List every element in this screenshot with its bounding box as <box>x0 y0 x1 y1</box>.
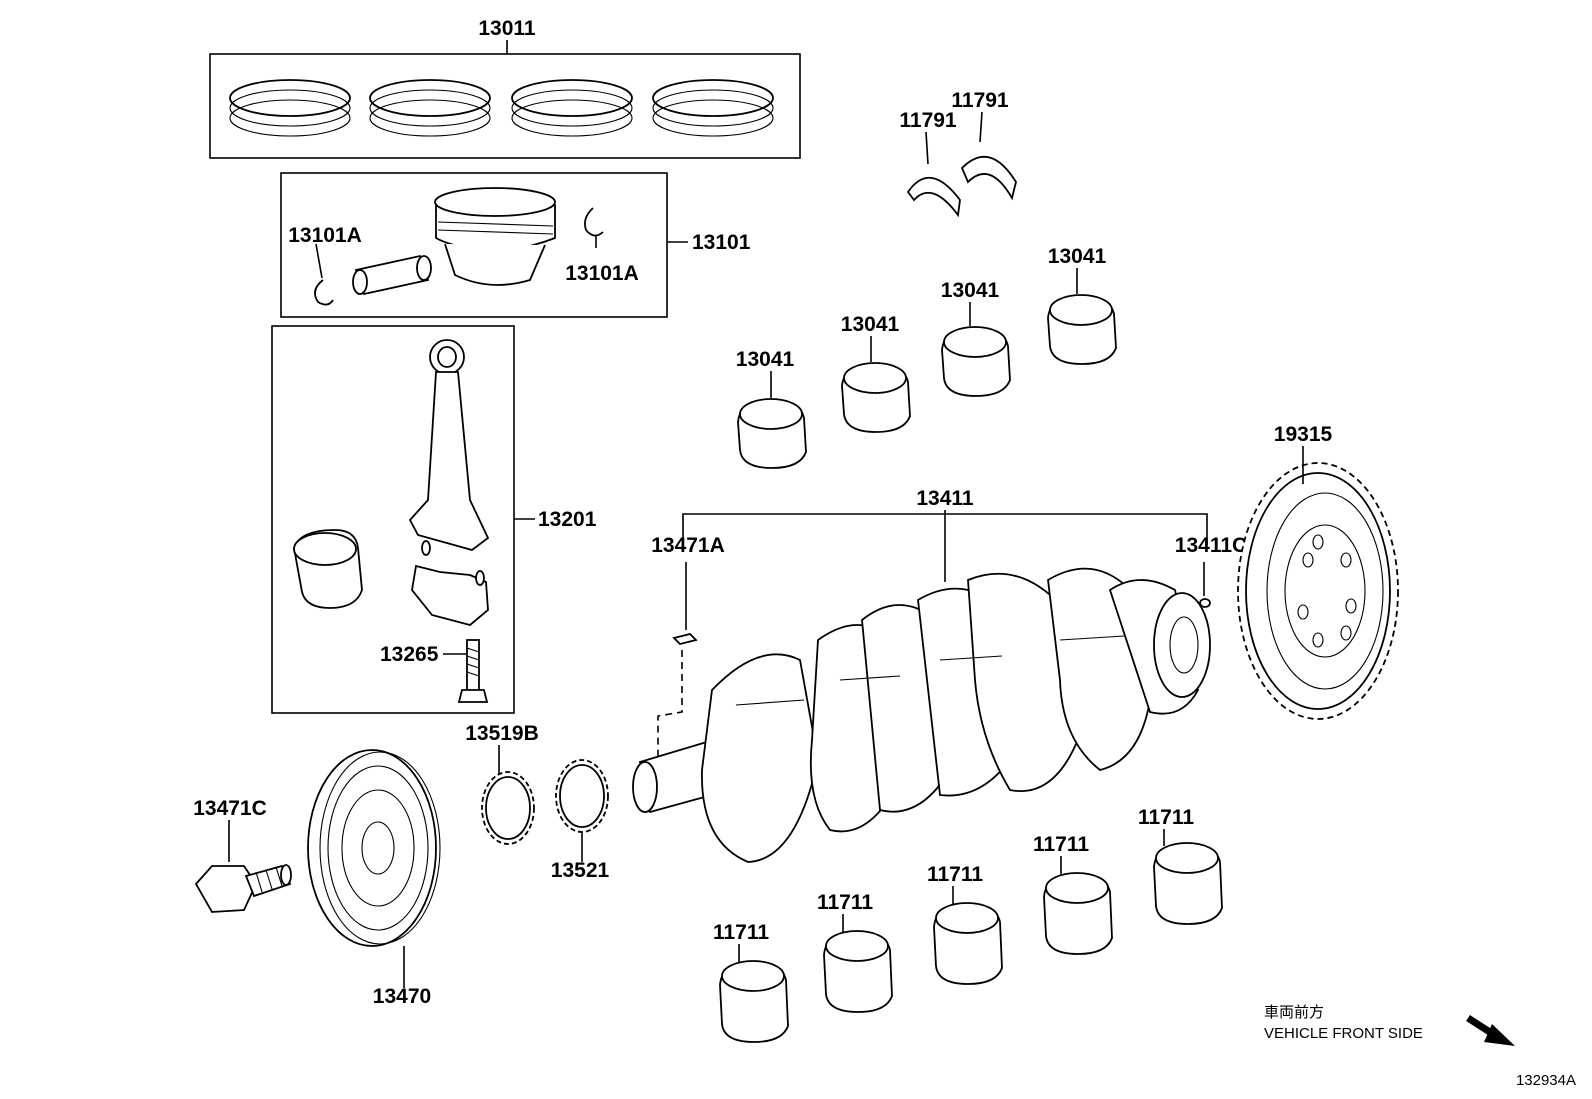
crank-pin-right-icon <box>1199 598 1211 608</box>
label-11711-3: 11711 <box>927 863 983 886</box>
label-11711-2: 11711 <box>817 891 873 914</box>
piston-ring-4 <box>652 79 774 137</box>
timing-rotor-group: 19315 <box>1237 423 1399 720</box>
label-13411: 13411 <box>916 487 974 510</box>
bearing-11711-5: 11711 <box>1138 806 1223 925</box>
label-13411c: 13411C <box>1175 534 1247 557</box>
crank-pulley-group: 13470 <box>307 749 441 1008</box>
crankshaft-group: 13411 13471A 13411C <box>632 487 1247 863</box>
bearing-11711-2: 11711 <box>817 891 893 1013</box>
thrust-washer-right-icon <box>960 156 1017 201</box>
label-13471c: 13471C <box>193 797 267 820</box>
label-13101a-left: 13101A <box>288 224 362 247</box>
label-13041-4: 13041 <box>1048 245 1107 268</box>
label-13011: 13011 <box>478 17 536 40</box>
label-11711-1: 11711 <box>713 921 769 944</box>
piston-ring-set-box <box>209 53 801 159</box>
piston-ring-set-group: 13011 <box>209 17 801 159</box>
label-11791-left: 11791 <box>899 109 957 132</box>
thrust-washer-left-icon <box>906 176 961 218</box>
thrust-washers-group: 11791 11791 <box>899 89 1017 218</box>
connecting-rod-icon <box>408 339 490 626</box>
label-13201: 13201 <box>538 508 597 531</box>
caption-jp: 車両前方 <box>1264 1004 1324 1021</box>
label-13519b: 13519B <box>465 722 539 745</box>
snap-ring-right-icon <box>584 207 604 237</box>
label-13521: 13521 <box>551 859 610 882</box>
connecting-rod-group: 13265 13201 <box>271 325 597 714</box>
label-13101: 13101 <box>692 231 751 254</box>
piston-box <box>280 172 668 318</box>
label-13471a: 13471A <box>651 534 725 557</box>
front-arrow-icon <box>1466 1015 1515 1046</box>
crank-gear-b-group: 13519B <box>465 722 539 845</box>
piston-ring-3 <box>511 79 633 137</box>
crank-pin-left-icon <box>672 633 698 645</box>
piston-icon <box>434 187 556 286</box>
label-13470: 13470 <box>373 985 431 1008</box>
bearing-11711-3: 11711 <box>927 863 1003 985</box>
piston-pin-icon <box>352 254 432 296</box>
label-11711-5: 11711 <box>1138 806 1194 829</box>
bearing-11711-4: 11711 <box>1033 833 1113 955</box>
pulley-bolt-icon <box>194 864 292 913</box>
figure-id: 132934A <box>1516 1072 1576 1089</box>
vehicle-front-indicator: 車両前方 VEHICLE FRONT SIDE <box>1264 1004 1515 1046</box>
bearing-13041-1: 13041 <box>736 348 807 469</box>
caption-en: VEHICLE FRONT SIDE <box>1264 1025 1423 1042</box>
pulley-bolt-group: 13471C <box>193 797 292 913</box>
crank-gear-group: 13521 <box>551 759 610 882</box>
label-19315: 19315 <box>1274 423 1333 446</box>
crankshaft-icon <box>632 567 1211 863</box>
snap-ring-left-icon <box>314 279 334 306</box>
label-13101a-right: 13101A <box>565 262 639 285</box>
piston-group: 13101A 13101A 13101 <box>280 172 751 318</box>
bearing-11711-1: 11711 <box>713 921 789 1043</box>
label-13265: 13265 <box>380 643 439 666</box>
label-11791-right: 11791 <box>951 89 1009 112</box>
crank-pulley-icon <box>307 749 437 947</box>
conn-rod-bolt-icon <box>457 639 489 703</box>
label-11711-4: 11711 <box>1033 833 1089 856</box>
piston-ring-1 <box>229 79 351 137</box>
piston-ring-2 <box>369 79 491 137</box>
label-13041-1: 13041 <box>736 348 795 371</box>
conn-rod-bearing-icon <box>293 529 363 609</box>
bearing-13041-2: 13041 <box>841 313 911 433</box>
label-13041-3: 13041 <box>941 279 1000 302</box>
bearing-13041-4: 13041 <box>1047 245 1117 365</box>
bearing-13041-3: 13041 <box>941 279 1011 397</box>
label-13041-2: 13041 <box>841 313 900 336</box>
timing-rotor-icon <box>1245 472 1391 710</box>
